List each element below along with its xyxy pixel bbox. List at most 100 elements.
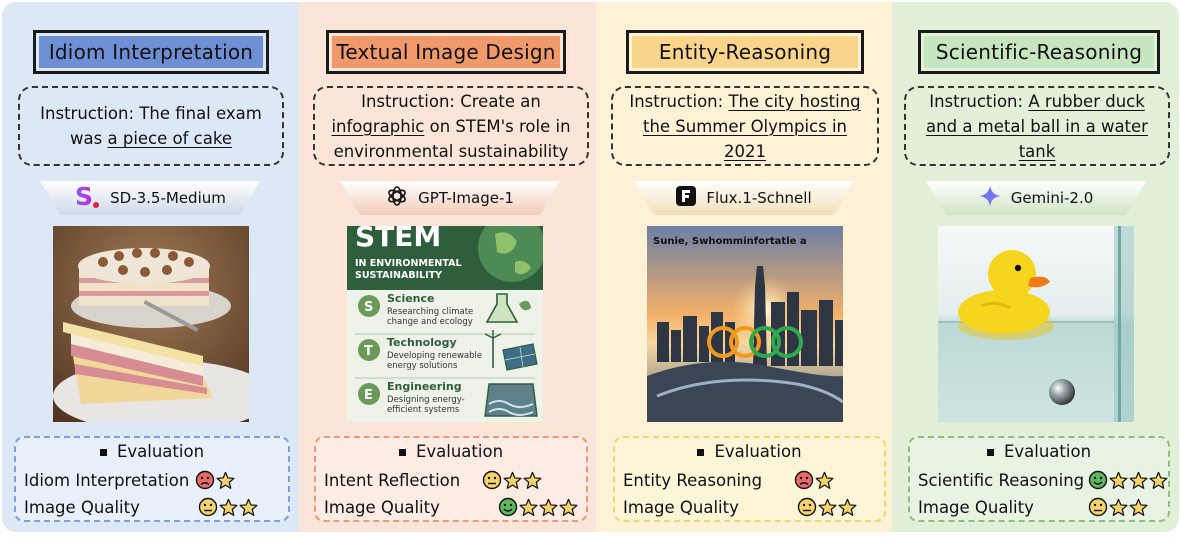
model-banner: GPT-Image-1: [340, 181, 560, 215]
evaluation-box: Evaluation Idiom Interpretation Image Qu…: [14, 436, 290, 522]
generated-image: Sunie, Swhomminfortatle a: [647, 226, 843, 422]
category-tag: Idiom Interpretation: [33, 30, 269, 74]
image-caption: Sunie, Swhomminfortatle a: [653, 236, 807, 247]
evaluation-heading: Evaluation: [415, 442, 504, 461]
openai-logo-icon: [386, 185, 408, 211]
instruction-box: Instruction: The city hosting the Summer…: [611, 86, 879, 166]
instruction-key-phrase: The city hosting the Summer Olympics in …: [642, 91, 861, 161]
star-icon: [1109, 498, 1128, 516]
star-icon: [818, 498, 837, 516]
model-name: GPT-Image-1: [418, 189, 514, 207]
star-icon: [523, 471, 542, 489]
metric-row: Image Quality: [623, 497, 857, 517]
category-label: Entity-Reasoning: [658, 40, 832, 64]
neutral-face-icon: [1088, 497, 1108, 517]
evaluation-box: Evaluation Scientific Reasoning Image Qu…: [908, 436, 1170, 522]
neutral-face-icon: [198, 497, 218, 517]
model-name: SD-3.5-Medium: [110, 189, 226, 207]
item-desc: change and ecology: [387, 317, 473, 327]
metric-row: Image Quality: [918, 497, 1148, 517]
star-icon: [219, 498, 238, 516]
model-banner: Flux.1-Schnell: [634, 181, 854, 215]
item-name: Technology: [387, 336, 457, 349]
instruction-box: Instruction: The final exam was a piece …: [18, 86, 284, 166]
generated-image: [53, 226, 249, 422]
star-icon: [815, 471, 834, 489]
metric-label: Image Quality: [324, 497, 440, 517]
evaluation-box: Evaluation Entity Reasoning Image Qualit…: [613, 436, 886, 522]
evaluation-heading: Evaluation: [1003, 442, 1092, 461]
instruction-text: Instruction: Create an: [361, 91, 541, 111]
star-icon: [1109, 471, 1128, 489]
generated-image: STEM IN ENVIRONMENTAL SUSTAINABILITY S S…: [347, 226, 543, 422]
star-icon: [559, 498, 578, 516]
category-label: Scientific-Reasoning: [935, 40, 1143, 64]
star-icon: [519, 498, 538, 516]
metric-label: Image Quality: [623, 497, 739, 517]
generated-image: [938, 226, 1134, 422]
star-icon: [239, 498, 258, 516]
dam-icon: [484, 383, 538, 417]
neutral-face-icon: [483, 470, 502, 490]
svg-text:S: S: [75, 183, 93, 209]
instruction-text: Instruction:: [629, 91, 729, 111]
metric-row: Idiom Interpretation: [24, 470, 235, 490]
infographic-subtitle: SUSTAINABILITY: [355, 270, 442, 281]
instruction-box: Instruction: Create an infographic on ST…: [313, 86, 589, 166]
evaluation-box: Evaluation Intent Reflection Image Quali…: [314, 436, 588, 522]
instruction-box: Instruction: A rubber duck and a metal b…: [904, 86, 1170, 166]
evaluation-heading: Evaluation: [116, 442, 205, 461]
category-label: Idiom Interpretation: [48, 40, 254, 64]
sd-logo-icon: S: [74, 182, 100, 213]
star-icon: [1149, 471, 1168, 489]
instruction-key-phrase: a piece of cake: [107, 129, 232, 148]
metric-row: Image Quality: [24, 497, 258, 517]
evaluation-heading: Evaluation: [714, 442, 802, 461]
star-icon: [1129, 471, 1148, 489]
model-banner: Gemini-2.0: [926, 181, 1146, 215]
item-letter: T: [364, 344, 373, 359]
item-desc: Designing energy-: [387, 395, 465, 405]
metric-label: Entity Reasoning: [623, 470, 763, 490]
metric-row: Intent Reflection: [324, 470, 542, 490]
item-name: Science: [387, 292, 435, 305]
metric-label: Intent Reflection: [324, 470, 461, 490]
metric-row: Image Quality: [324, 497, 578, 517]
sad-face-icon: [196, 470, 215, 490]
star-icon: [1129, 498, 1148, 516]
happy-face-icon: [1088, 470, 1108, 490]
neutral-face-icon: [797, 497, 817, 517]
metric-label: Scientific Reasoning: [918, 470, 1085, 490]
item-desc: Researching climate: [387, 307, 473, 317]
sad-face-icon: [794, 470, 814, 490]
category-tag: Scientific-Reasoning: [918, 30, 1160, 74]
star-icon: [838, 498, 857, 516]
infographic-subtitle: IN ENVIRONMENTAL: [355, 258, 462, 269]
star-icon: [503, 471, 522, 489]
metric-label: Idiom Interpretation: [24, 470, 190, 490]
star-icon: [539, 498, 558, 516]
solar-panel-icon: [484, 330, 538, 371]
category-tag: Textual Image Design: [326, 30, 566, 74]
instruction-key-phrase: infographic: [331, 116, 425, 136]
star-icon: [216, 471, 235, 489]
item-desc: Developing renewable: [387, 351, 482, 361]
metric-label: Image Quality: [918, 497, 1034, 517]
model-banner: S SD-3.5-Medium: [40, 181, 260, 215]
item-desc: efficient systems: [387, 405, 460, 415]
model-name: Flux.1-Schnell: [706, 189, 812, 207]
instruction-key-phrase: A rubber duck and a metal ball in a wate…: [926, 91, 1148, 161]
item-desc: energy solutions: [387, 361, 458, 371]
item-letter: S: [364, 300, 373, 315]
infographic-title: STEM: [355, 226, 441, 253]
metric-row: Entity Reasoning: [623, 470, 834, 490]
item-letter: E: [364, 388, 373, 403]
instruction-text: Instruction: The final exam was: [40, 104, 262, 148]
flux-logo-icon: [676, 186, 697, 210]
flask-icon: [485, 293, 531, 323]
instruction-text: on STEM's role in environmental sustaina…: [333, 116, 571, 161]
instruction-text: Instruction:: [929, 91, 1029, 111]
category-label: Textual Image Design: [336, 40, 556, 64]
metric-row: Scientific Reasoning: [918, 470, 1168, 490]
